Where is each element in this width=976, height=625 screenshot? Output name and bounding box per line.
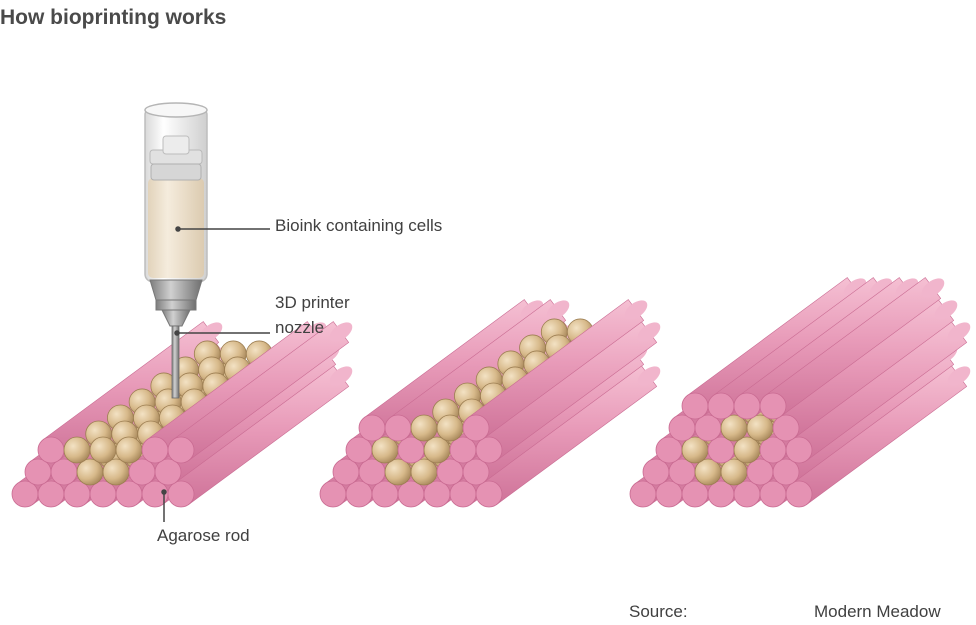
stage-1-printing bbox=[11, 321, 353, 508]
stage-2-layered bbox=[319, 299, 661, 508]
page-title: How bioprinting works bbox=[0, 6, 227, 29]
printer-nozzle bbox=[171, 325, 180, 399]
stages-group bbox=[11, 277, 971, 508]
nozzle-label-line2: nozzle bbox=[275, 318, 325, 337]
callout-lines bbox=[161, 226, 270, 522]
bioink-label: Bioink containing cells bbox=[275, 216, 443, 235]
source-name: Modern Meadow bbox=[814, 602, 941, 621]
syringe bbox=[144, 102, 208, 399]
source-label: Source: bbox=[629, 602, 688, 621]
nozzle-label-line1: 3D printer bbox=[275, 293, 350, 312]
stage-3-tube bbox=[629, 277, 971, 508]
agarose-label: Agarose rod bbox=[157, 526, 250, 545]
